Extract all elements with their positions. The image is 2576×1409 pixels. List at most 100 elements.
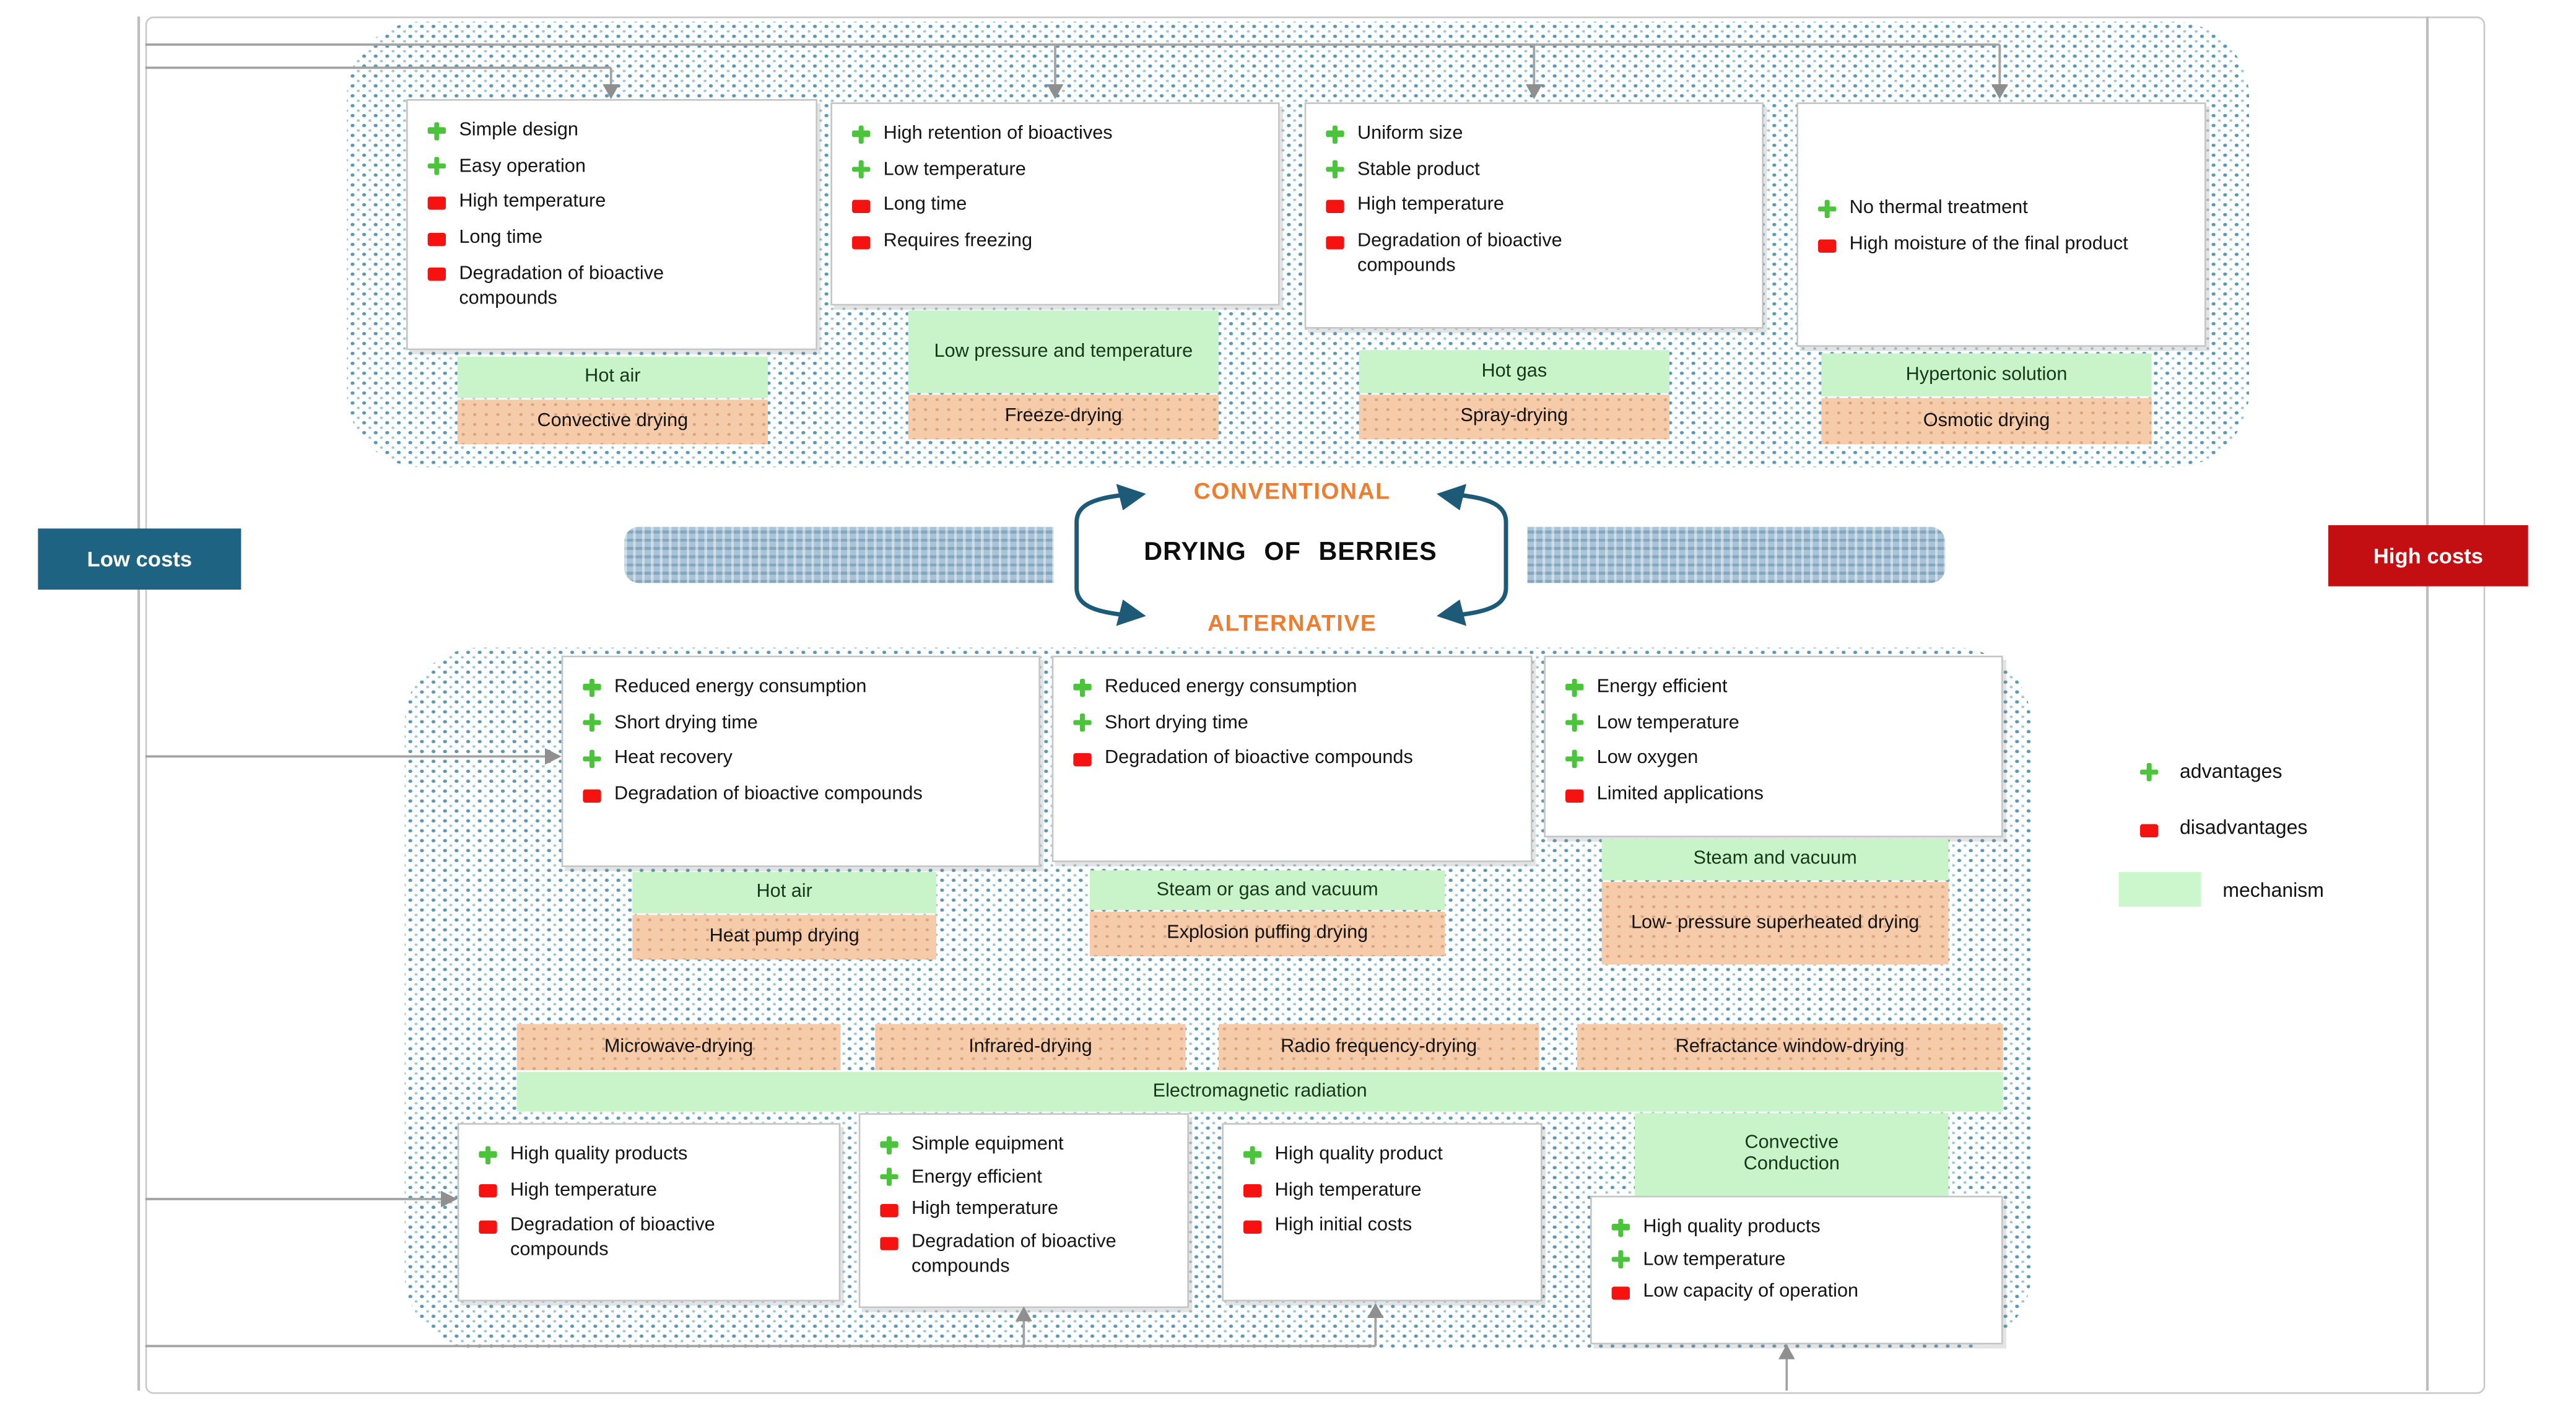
method-label: Microwave-drying — [516, 1024, 841, 1071]
method-text: Refractance window-drying — [1675, 1036, 1905, 1057]
osmotic-drying-card: No thermal treatment High moisture of th… — [1796, 102, 2206, 347]
advantage-icon — [1611, 1250, 1630, 1269]
advantage-icon — [852, 160, 871, 179]
advantage-icon — [880, 1135, 899, 1154]
point-text: Simple equipment — [912, 1135, 1064, 1155]
method-label: Low- pressure superheated drying — [1601, 882, 1949, 965]
point-text: Degradation of bioactive compounds — [1357, 231, 1562, 276]
disadvantage-icon — [427, 268, 446, 282]
method-label: Convective drying — [457, 399, 768, 445]
conduction-mechanism-label: Convective Conduction — [1635, 1113, 1949, 1196]
disadvantage-icon — [1073, 752, 1092, 767]
point-text: Uniform size — [1357, 124, 1463, 144]
mechanism-label: Hot gas — [1359, 350, 1670, 393]
list-item: High quality product — [1243, 1143, 1508, 1167]
advantage-icon — [1565, 713, 1584, 732]
explosion-puffing-drying-card: Reduced energy consumption Short drying … — [1051, 655, 1533, 863]
point-text: Low temperature — [1643, 1249, 1786, 1270]
list-item: No thermal treatment — [1818, 197, 2138, 221]
list-item: Short drying time — [1073, 712, 1415, 736]
list-item: Degradation of bioactive compounds — [880, 1231, 1144, 1280]
point-text: Reduced energy consumption — [614, 677, 867, 697]
method-text: Low- pressure superheated drying — [1630, 912, 1920, 933]
disadvantage-icon — [880, 1236, 899, 1250]
disadvantage-icon — [427, 232, 446, 246]
method-label: Explosion puffing drying — [1090, 912, 1445, 957]
point-text: Low oxygen — [1596, 749, 1699, 769]
disadvantage-icon — [427, 196, 446, 210]
list-item: Degradation of bioactive compounds — [1326, 230, 1663, 279]
disadvantage-icon — [852, 199, 871, 213]
mechanism-label: Low pressure and temperature — [908, 310, 1219, 393]
point-text: Degradation of bioactive compounds — [912, 1232, 1116, 1277]
list-item: Simple design — [427, 119, 750, 143]
list-item: Reduced energy consumption — [1073, 676, 1415, 700]
advantage-icon — [1611, 1218, 1630, 1237]
method-label: Heat pump drying — [632, 915, 937, 960]
method-label: Osmotic drying — [1821, 398, 2152, 445]
disadvantage-icon — [1243, 1220, 1262, 1234]
point-text: Long time — [883, 195, 967, 216]
high-costs-badge: High costs — [2328, 525, 2528, 587]
mechanism-label: Hot air — [632, 872, 937, 914]
list-item: Uniform size — [1326, 122, 1663, 146]
point-text: High quality product — [1274, 1145, 1443, 1165]
method-label: Radio frequency-drying — [1219, 1024, 1539, 1071]
legend-mechanism: mechanism — [2118, 872, 2324, 907]
list-item: Low temperature — [1565, 712, 1902, 736]
list-item: Stable product — [1326, 158, 1663, 182]
advantage-icon — [1243, 1145, 1262, 1164]
point-text: Limited applications — [1596, 785, 1764, 805]
disadvantage-icon — [852, 235, 871, 249]
center-title-box — [1053, 499, 1528, 616]
list-item: High quality products — [1611, 1216, 1869, 1240]
mechanism-text: Hypertonic solution — [1905, 364, 2068, 385]
advantage-icon — [583, 749, 601, 768]
disadvantage-icon — [880, 1203, 899, 1218]
microwave-drying-card: High quality products High temperature D… — [457, 1123, 841, 1302]
disadvantage-icon — [1243, 1184, 1262, 1198]
list-item: Reduced energy consumption — [583, 676, 923, 700]
point-text: High temperature — [912, 1200, 1058, 1220]
alternative-heading: ALTERNATIVE — [1207, 609, 1377, 636]
outer-frame — [145, 16, 2486, 1394]
legend-label: disadvantages — [2180, 816, 2308, 839]
method-label: Spray-drying — [1359, 395, 1670, 440]
list-item: High temperature — [427, 191, 750, 215]
disadvantage-icon — [479, 1184, 497, 1198]
spray-drying-card: Uniform size Stable product High tempera… — [1304, 102, 1764, 329]
point-text: Stable product — [1357, 159, 1480, 180]
list-item: High initial costs — [1243, 1215, 1508, 1239]
list-item: Easy operation — [427, 155, 750, 179]
advantage-icon — [583, 713, 601, 732]
point-text: Low temperature — [883, 159, 1026, 180]
disadvantage-icon — [1818, 238, 1837, 252]
mechanism-text: Hot air — [585, 367, 641, 387]
mechanism-text: Hot air — [756, 882, 812, 902]
conventional-heading: CONVENTIONAL — [1193, 477, 1391, 504]
list-item: Low temperature — [852, 158, 1204, 182]
method-text: Infrared-drying — [968, 1036, 1092, 1057]
point-text: High quality products — [1643, 1217, 1821, 1237]
point-text: Simple design — [459, 120, 578, 141]
advantage-icon — [1073, 678, 1092, 697]
list-item: Long time — [852, 194, 1204, 218]
advantage-icon — [1565, 678, 1584, 697]
list-item: Simple equipment — [880, 1133, 1144, 1157]
advantage-icon — [1565, 749, 1584, 768]
point-text: Short drying time — [614, 713, 758, 733]
point-text: Degradation of bioactive compounds — [1105, 749, 1413, 769]
disadvantage-icon — [1326, 235, 1344, 249]
advantage-icon — [852, 124, 871, 143]
method-text: Freeze-drying — [1004, 406, 1122, 427]
point-text: Easy operation — [459, 156, 586, 177]
list-item: Degradation of bioactive compounds — [479, 1215, 739, 1263]
refractance-window-drying-card: High quality products Low temperature Lo… — [1590, 1195, 2003, 1345]
method-text: Explosion puffing drying — [1167, 923, 1368, 943]
point-text: High temperature — [459, 192, 606, 212]
advantage-icon — [479, 1145, 497, 1164]
point-text: High temperature — [1357, 195, 1504, 216]
point-text: Reduced energy consumption — [1105, 677, 1357, 697]
disadvantage-icon — [479, 1220, 497, 1234]
